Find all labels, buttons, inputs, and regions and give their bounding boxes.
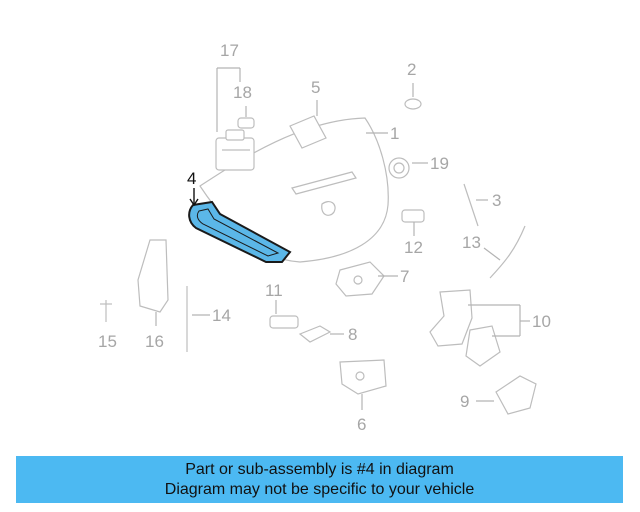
part-17-assembly <box>215 129 255 171</box>
callout-1: 1 <box>390 124 399 143</box>
callout-15: 15 <box>98 332 117 351</box>
part-15-pin <box>100 300 112 322</box>
banner-line-2: Diagram may not be specific to your vehi… <box>164 480 475 498</box>
part-2-grommet <box>404 98 422 110</box>
callout-11: 11 <box>265 281 283 300</box>
callout-9: 9 <box>460 392 469 411</box>
part-12-clip <box>401 209 425 223</box>
part-7-latch <box>335 261 385 297</box>
callout-18: 18 <box>233 83 252 102</box>
callout-13: 13 <box>462 233 481 252</box>
part-19-emblem <box>388 157 410 179</box>
callout-6: 6 <box>357 415 366 434</box>
part-6-latch-assembly <box>339 359 387 395</box>
part-16-bracket <box>137 239 169 313</box>
callout-4: 4 <box>187 169 196 188</box>
part-11-fastener <box>269 315 299 329</box>
part-8-label <box>298 325 332 343</box>
part-10-hinge <box>429 289 501 367</box>
callout-17: 17 <box>220 41 239 60</box>
part-4-seal-inner-edge <box>196 208 280 257</box>
info-banner: Part or sub-assembly is #4 in diagram Di… <box>16 456 623 503</box>
callout-14: 14 <box>212 306 231 325</box>
part-4-hood-seal[interactable] <box>188 200 292 263</box>
exploded-parts-diagram: 1 4 17 18 5 <box>98 41 551 434</box>
part-3-strip <box>463 183 479 227</box>
callout-3: 3 <box>492 191 501 210</box>
leader-13 <box>483 247 501 261</box>
callout-12: 12 <box>404 238 423 257</box>
part-13-prop-rod <box>489 225 526 279</box>
part-4-seal-shape[interactable] <box>188 200 292 263</box>
leader-4-arrow <box>189 198 199 207</box>
part-18-clip <box>237 117 255 129</box>
callout-8: 8 <box>348 325 357 344</box>
callout-2: 2 <box>407 60 416 79</box>
callout-19: 19 <box>430 154 449 173</box>
part-9-actuator <box>495 375 537 415</box>
callout-5: 5 <box>311 78 320 97</box>
callout-10: 10 <box>532 312 551 331</box>
part-5-pad <box>289 115 327 149</box>
callout-7: 7 <box>400 267 409 286</box>
callout-16: 16 <box>145 332 164 351</box>
banner-line-1: Part or sub-assembly is #4 in diagram <box>185 460 454 478</box>
